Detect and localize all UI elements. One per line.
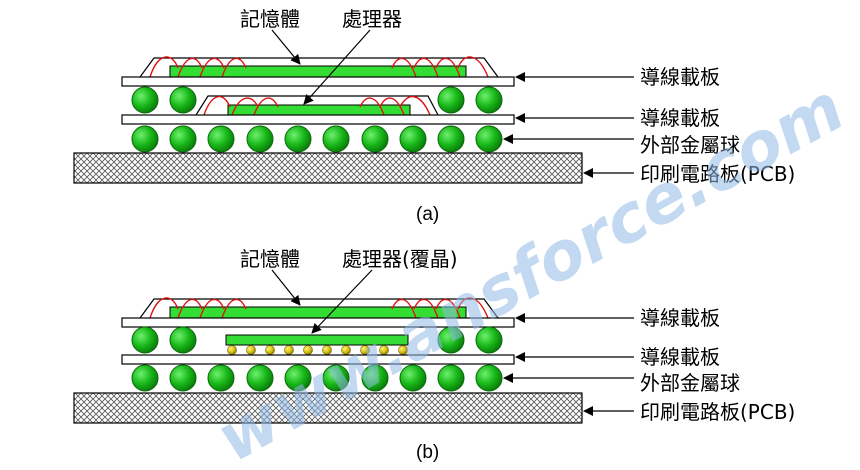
processor-mold-cap [195, 95, 439, 116]
memory-bond-wires-b [149, 297, 489, 319]
upper-substrate-label-b: 導線載板 [640, 306, 720, 330]
lower-substrate [121, 114, 515, 125]
lower-substrate-label: 導線載板 [640, 106, 720, 130]
memory-mold-cap-b [139, 298, 499, 319]
interposer-balls [131, 86, 503, 114]
lower-substrate-label-b: 導線載板 [640, 345, 720, 369]
pcb-board [73, 152, 583, 184]
memory-label: 記憶體 [240, 7, 300, 31]
external-balls-label: 外部金屬球 [640, 133, 740, 157]
memory-label-b: 記憶體 [240, 247, 300, 271]
external-balls-label-b: 外部金屬球 [640, 371, 740, 395]
external-balls-b [131, 364, 503, 392]
processor-leader-line-b [311, 269, 373, 334]
upper-substrate-label: 導線載板 [640, 65, 720, 89]
pcb-label: 印刷電路板(PCB) [640, 162, 795, 186]
lower-substrate-b [121, 354, 515, 365]
processor-bond-wires [203, 96, 431, 116]
memory-leader-line [271, 29, 301, 65]
processor-flipchip-label: 處理器(覆晶) [342, 247, 458, 271]
caption-a: (a) [416, 204, 439, 225]
pcb-label-b: 印刷電路板(PCB) [640, 400, 795, 424]
interposer-balls-b [131, 326, 503, 354]
flipchip-processor [225, 334, 409, 346]
diagram-b: 記憶體 處理器(覆晶) 導線載板 導線載板 外部金屬球 印刷電路板(PCB) (… [73, 247, 795, 463]
pcb-board-b [73, 392, 583, 424]
memory-leader-line-b [271, 269, 301, 306]
external-balls [131, 125, 503, 153]
memory-bond-wires [149, 56, 489, 78]
flipchip-bumps [227, 345, 408, 355]
upper-substrate [121, 76, 515, 87]
processor-label: 處理器 [342, 7, 402, 31]
processor-leader-line [303, 29, 371, 105]
memory-chip [169, 65, 467, 78]
caption-b: (b) [416, 442, 439, 463]
memory-mold-cap [139, 57, 499, 78]
diagram-a: 記憶體 處理器 導線載板 導線載板 外部金屬球 印刷電路板(PCB) (a) [73, 7, 795, 225]
